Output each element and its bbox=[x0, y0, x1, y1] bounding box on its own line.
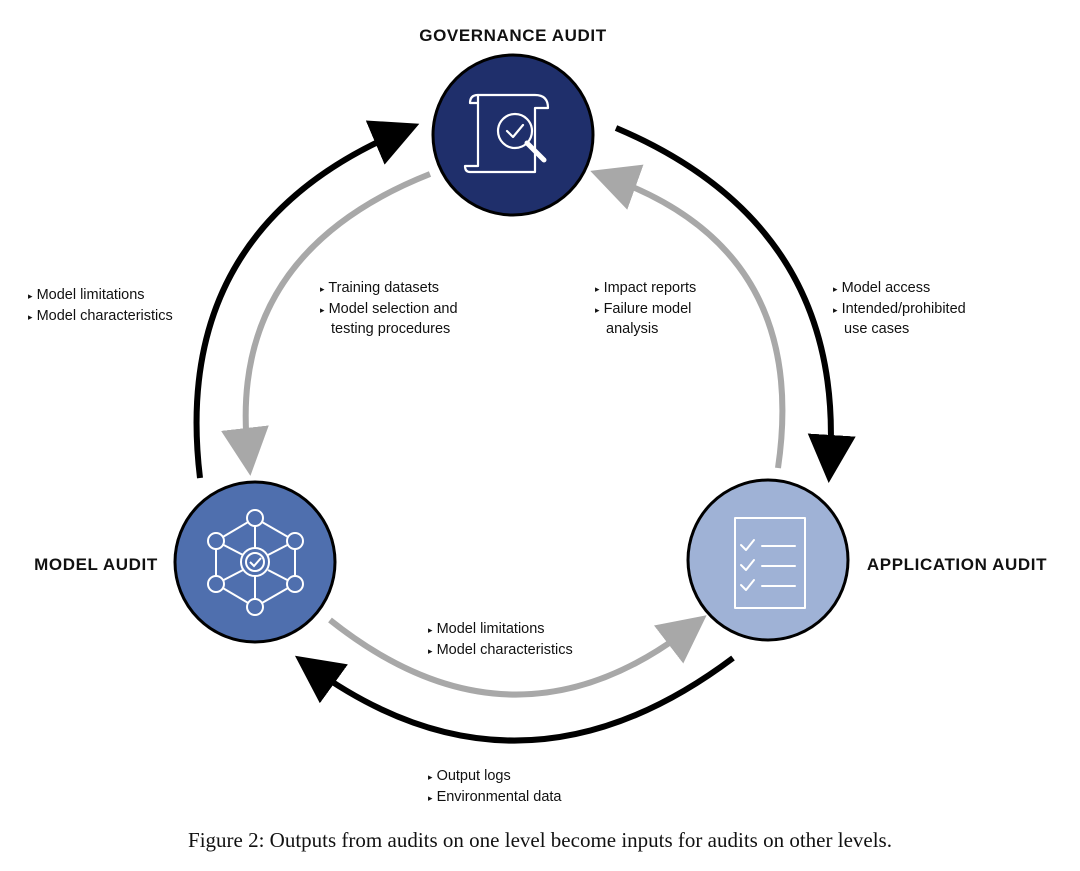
flow-label-line: Model selection and bbox=[329, 301, 458, 317]
label-model-to-application: ▸ Model limitations ▸ Model characterist… bbox=[428, 621, 573, 658]
application-audit-title: APPLICATION AUDIT bbox=[867, 555, 1047, 574]
arrow-governance-to-model bbox=[221, 171, 432, 476]
flow-label-line: Model limitations bbox=[37, 287, 145, 303]
model-audit-title: MODEL AUDIT bbox=[34, 555, 158, 574]
svg-text:▸ Model access: ▸ Model access bbox=[833, 280, 930, 296]
label-governance-to-application: ▸ Model access ▸ Intended/prohibited use… bbox=[833, 280, 966, 337]
flow-label-line: Intended/prohibited bbox=[842, 301, 966, 317]
flow-label-line: testing procedures bbox=[331, 321, 450, 337]
flow-label-line: Failure model bbox=[604, 301, 692, 317]
application-audit-circle bbox=[686, 478, 850, 642]
svg-text:▸ Failure model: ▸ Failure model bbox=[595, 301, 691, 317]
svg-text:▸ Output logs: ▸ Output logs bbox=[428, 768, 511, 784]
flow-label-line: analysis bbox=[606, 321, 658, 337]
governance-audit-title: GOVERNANCE AUDIT bbox=[419, 26, 606, 45]
application-audit-node bbox=[686, 478, 850, 642]
svg-text:▸ Model characteristics: ▸ Model characteristics bbox=[28, 308, 173, 324]
flow-label-line: Model characteristics bbox=[437, 642, 573, 658]
arrow-model-to-application bbox=[328, 615, 707, 698]
svg-text:▸ Model characteristics: ▸ Model characteristics bbox=[428, 642, 573, 658]
svg-text:▸ Model limitations: ▸ Model limitations bbox=[428, 621, 545, 637]
svg-text:▸ Impact reports: ▸ Impact reports bbox=[595, 280, 696, 296]
arrow-application-to-governance bbox=[590, 164, 786, 469]
arrow-model-to-governance bbox=[193, 120, 420, 479]
audit-cycle-diagram: GOVERNANCE AUDIT MODEL AUDIT bbox=[28, 26, 1047, 805]
label-application-to-model: ▸ Output logs ▸ Environmental data bbox=[428, 768, 562, 805]
checklist-document-icon bbox=[734, 517, 806, 609]
figure-caption: Figure 2: Outputs from audits on one lev… bbox=[188, 828, 892, 852]
network-graph-check-icon bbox=[207, 509, 304, 616]
governance-audit-circle bbox=[431, 53, 595, 217]
label-model-to-governance: ▸ Model limitations ▸ Model characterist… bbox=[28, 287, 173, 324]
flow-label-line: Environmental data bbox=[437, 789, 563, 805]
flow-label-line: use cases bbox=[844, 321, 909, 337]
document-magnifier-check-icon bbox=[463, 93, 550, 174]
arrow-governance-to-application bbox=[614, 125, 856, 483]
flow-label-line: Impact reports bbox=[604, 280, 697, 296]
model-audit-node bbox=[173, 480, 337, 644]
label-application-to-governance: ▸ Impact reports ▸ Failure model analysi… bbox=[595, 280, 696, 337]
flow-label-line: Model access bbox=[842, 280, 931, 296]
flow-label-line: Output logs bbox=[437, 768, 511, 784]
label-governance-to-model: ▸ Training datasets ▸ Model selection an… bbox=[320, 280, 458, 337]
flow-label-line: Training datasets bbox=[328, 280, 439, 296]
svg-text:▸ Training datasets: ▸ Training datasets bbox=[320, 280, 439, 296]
flow-label-line: Model characteristics bbox=[37, 308, 173, 324]
svg-text:▸ Environmental data: ▸ Environmental data bbox=[428, 789, 562, 805]
flow-label-line: Model limitations bbox=[437, 621, 545, 637]
svg-text:▸ Model selection and: ▸ Model selection and bbox=[320, 301, 458, 317]
governance-audit-node bbox=[431, 53, 595, 217]
arrow-application-to-model bbox=[294, 655, 735, 744]
svg-text:▸ Model limitations: ▸ Model limitations bbox=[28, 287, 145, 303]
svg-text:▸ Intended/prohibited: ▸ Intended/prohibited bbox=[833, 301, 966, 317]
